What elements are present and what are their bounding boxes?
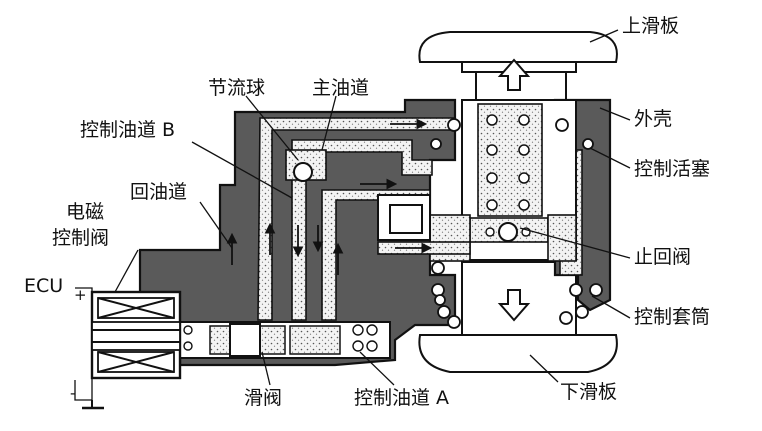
upper-slide-plate xyxy=(418,31,618,101)
label-throttle-ball: 节流球 xyxy=(208,77,265,99)
label-minus: - xyxy=(70,384,75,402)
seals xyxy=(430,118,603,329)
label-solenoid-line1: 电磁 xyxy=(66,201,104,223)
label-control-oil-passage-b: 控制油道 B xyxy=(80,119,175,141)
labels: 上滑板 外壳 控制活塞 止回阀 控制套筒 下滑板 节流球 主油道 控制油道 B … xyxy=(24,15,710,409)
throttle-ball xyxy=(293,162,313,182)
label-control-piston: 控制活塞 xyxy=(634,158,710,180)
label-lower-slide-plate: 下滑板 xyxy=(560,381,617,403)
label-return-oil-passage: 回油道 xyxy=(130,181,187,203)
label-solenoid-line2: 控制阀 xyxy=(52,227,109,249)
leader-lines xyxy=(114,29,631,386)
control-piston xyxy=(429,99,577,262)
down-arrow-icon xyxy=(497,289,531,322)
label-plus: + xyxy=(74,286,87,304)
check-valve-ball xyxy=(498,222,518,242)
label-housing: 外壳 xyxy=(634,108,672,130)
oil-passages xyxy=(257,117,471,321)
solenoid-valve xyxy=(90,290,182,380)
label-slide-valve: 滑阀 xyxy=(244,387,282,409)
flow-arrows xyxy=(226,118,433,275)
label-main-oil-passage: 主油道 xyxy=(312,77,369,99)
label-control-sleeve: 控制套筒 xyxy=(634,306,710,328)
lower-slide-plate xyxy=(418,261,618,373)
label-control-oil-passage-a: 控制油道 A xyxy=(354,387,449,409)
up-arrow-icon xyxy=(497,58,531,91)
slide-valve xyxy=(174,321,391,359)
label-check-valve: 止回阀 xyxy=(634,246,691,268)
label-ecu: ECU xyxy=(24,275,63,297)
label-upper-slide-plate: 上滑板 xyxy=(622,15,679,37)
ecu-wiring xyxy=(74,287,104,410)
